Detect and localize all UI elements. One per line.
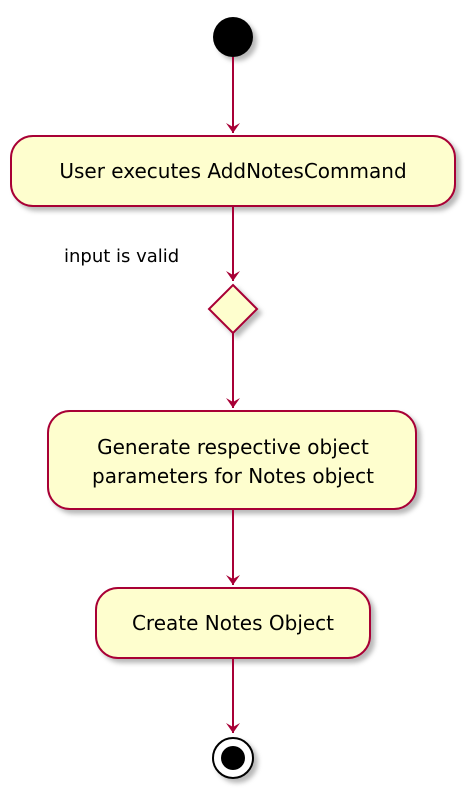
start-node — [213, 17, 253, 57]
end-node — [212, 737, 254, 779]
activity-generate-parameters-box — [47, 410, 417, 510]
activity-generate-parameters: Generate respective object parameters fo… — [47, 410, 417, 510]
activity-generate-parameters-label-line2: parameters for Notes object — [92, 464, 374, 488]
activity-execute-command: User executes AddNotesCommand — [10, 135, 456, 207]
activity-generate-parameters-label-line1: Generate respective object — [97, 435, 369, 459]
activity-create-notes-label: Create Notes Object — [132, 611, 334, 635]
activity-execute-command-label: User executes AddNotesCommand — [59, 159, 406, 183]
decision-node — [207, 283, 259, 335]
end-node-core — [221, 746, 245, 770]
activity-create-notes: Create Notes Object — [95, 587, 371, 659]
guard-label: input is valid — [64, 246, 179, 267]
